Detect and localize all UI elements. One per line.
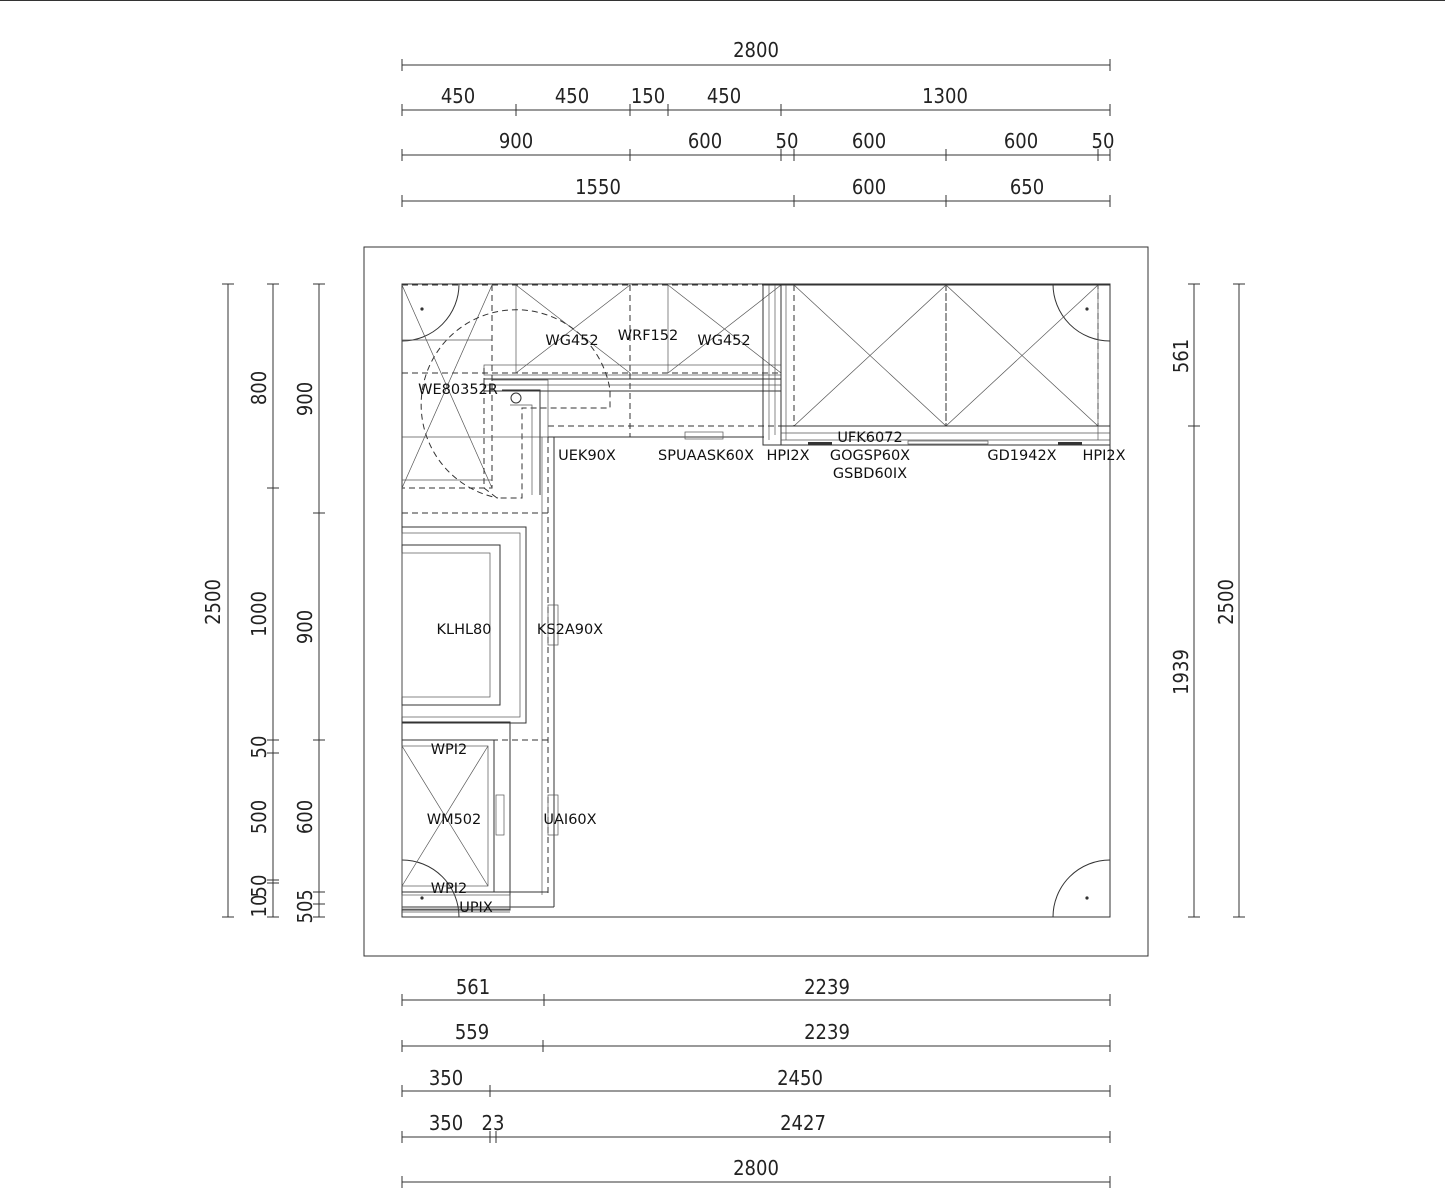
label-wpi2-bottom: WPI2 xyxy=(431,881,468,897)
dim-top-r2-4: 1300 xyxy=(922,84,968,108)
right-dimension-chains: 561 1939 2500 xyxy=(1169,283,1245,918)
label-gogsp60x: GOGSP60X xyxy=(830,448,910,464)
dim-top-r1-0: 2800 xyxy=(733,38,779,62)
dim-top-r3-1: 600 xyxy=(688,129,722,153)
dim-left-c2-4: 10 xyxy=(247,895,271,918)
dim-top-r4-1: 600 xyxy=(852,175,886,199)
dim-top-r3-2: 50 xyxy=(776,129,799,153)
dim-right-c2-0: 2500 xyxy=(1214,579,1238,625)
label-wpi2-top: WPI2 xyxy=(431,742,468,758)
label-upix: UPIX xyxy=(459,900,493,916)
dim-left-c3-4: 50 xyxy=(293,901,317,924)
dim-left-c2-2: 50 xyxy=(247,736,271,759)
door-swing-arcs xyxy=(401,283,1111,918)
dim-bot-r3-0: 350 xyxy=(429,1066,463,1090)
dim-top-r2-3: 450 xyxy=(707,84,741,108)
dim-top-r3-0: 900 xyxy=(499,129,533,153)
label-hpi2x-right: HPI2X xyxy=(1082,448,1125,464)
label-ufk6072: UFK6072 xyxy=(837,430,902,446)
label-ks2a90x: KS2A90X xyxy=(537,622,603,638)
appliance-labels: WG452 WRF152 WG452 WE80352R UEK90X SPUAA… xyxy=(418,328,1125,916)
dim-left-c1-0: 2500 xyxy=(201,579,225,625)
label-hpi2x-left: HPI2X xyxy=(766,448,809,464)
dim-top-r3-3: 600 xyxy=(852,129,886,153)
dim-top-r3-4: 600 xyxy=(1004,129,1038,153)
dim-bot-r4-0: 350 xyxy=(429,1111,463,1135)
dim-bot-r2-0: 559 xyxy=(455,1020,489,1044)
label-uai60x: UAI60X xyxy=(543,812,596,828)
dim-bot-r1-0: 561 xyxy=(456,975,490,999)
dim-top-r2-2: 150 xyxy=(631,84,665,108)
dim-left-c2-1: 1000 xyxy=(247,591,271,637)
dim-left-c3-1: 900 xyxy=(293,610,317,644)
label-klhl80: KLHL80 xyxy=(436,622,491,638)
dim-bot-r2-1: 2239 xyxy=(804,1020,850,1044)
dim-bot-r4-2: 2427 xyxy=(780,1111,826,1135)
label-gsbd60ix: GSBD60IX xyxy=(833,466,907,482)
dim-top-r2-1: 450 xyxy=(555,84,589,108)
dim-top-r4-0: 1550 xyxy=(575,175,621,199)
dim-left-c2-5: 50 xyxy=(247,875,271,898)
dim-left-c3-3: 5 xyxy=(293,889,317,900)
bottom-dimension-chains: 561 2239 559 2239 350 2450 350 23 2427 2… xyxy=(401,975,1111,1188)
dim-left-c3-0: 900 xyxy=(293,382,317,416)
dim-right-c1-0: 561 xyxy=(1169,339,1193,373)
label-uek90x: UEK90X xyxy=(558,448,616,464)
label-spuaask60x: SPUAASK60X xyxy=(658,448,754,464)
dim-bot-r3-1: 2450 xyxy=(777,1066,823,1090)
dim-bot-r5-0: 2800 xyxy=(733,1156,779,1180)
left-cabinet-run xyxy=(401,437,559,913)
dim-top-r3-5: 50 xyxy=(1092,129,1115,153)
label-wrf152: WRF152 xyxy=(618,328,678,344)
dim-bot-r4-1: 23 xyxy=(482,1111,505,1135)
dim-right-c1-1: 1939 xyxy=(1169,649,1193,695)
top-cabinet-run xyxy=(401,284,1111,446)
label-wm502: WM502 xyxy=(427,812,482,828)
label-wg452-right: WG452 xyxy=(697,333,750,349)
left-dimension-chains: 2500 800 1000 50 500 10 50 900 900 600 5… xyxy=(201,283,325,924)
corner-sink-area xyxy=(401,284,611,499)
label-wg452-left: WG452 xyxy=(545,333,598,349)
dim-left-c2-0: 800 xyxy=(247,371,271,405)
dim-top-r2-0: 450 xyxy=(441,84,475,108)
dim-left-c3-2: 600 xyxy=(293,800,317,834)
dim-left-c2-3: 500 xyxy=(247,800,271,834)
dim-top-r4-2: 650 xyxy=(1010,175,1044,199)
label-we80352r: WE80352R xyxy=(418,382,498,398)
dim-bot-r1-1: 2239 xyxy=(804,975,850,999)
top-dimension-chains: 2800 450 450 150 450 1300 900 600 50 600… xyxy=(401,38,1115,207)
label-gd1942x: GD1942X xyxy=(987,448,1056,464)
